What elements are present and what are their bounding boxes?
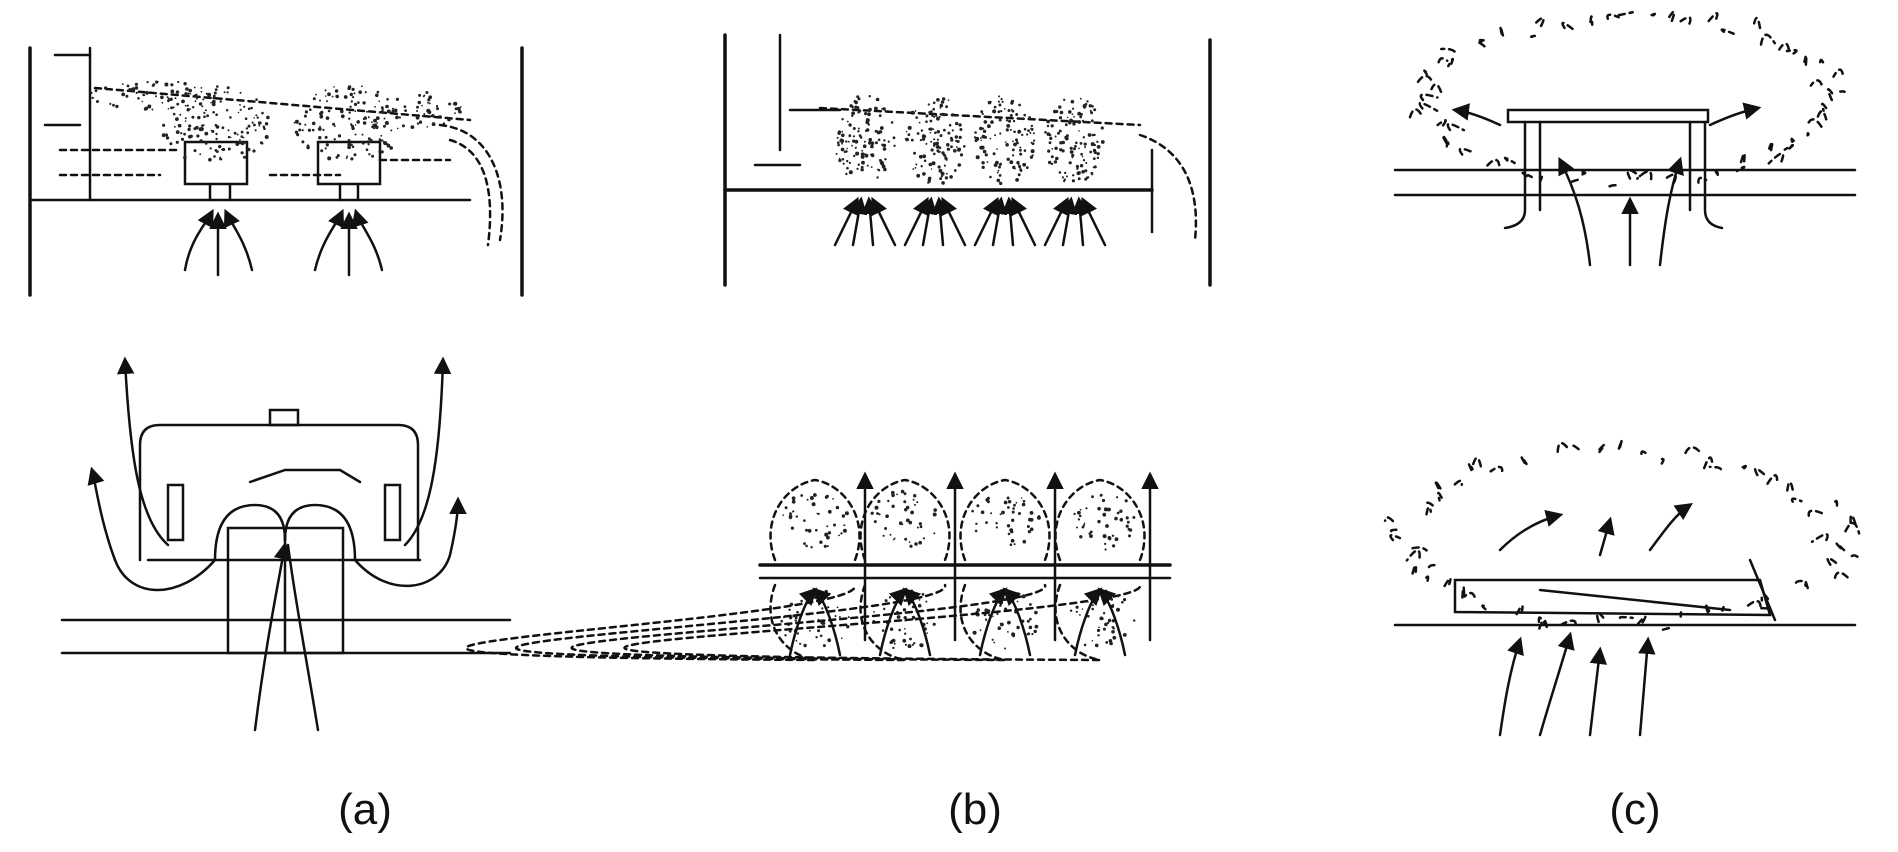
caption-a: (a) <box>338 785 392 834</box>
bubble-cloud <box>1408 10 1846 188</box>
panel-a-bottom-cap-detail <box>60 356 512 732</box>
bubble-cloud <box>90 80 462 162</box>
panel-a-top-tank-diagram <box>28 46 524 297</box>
panel-c-top-cap-detail <box>1393 10 1857 267</box>
panel-b-top-tank-diagram <box>723 33 1212 287</box>
panel-c-bottom-plate-detail <box>1383 439 1861 737</box>
bubble-cloud <box>835 95 1105 186</box>
diffuser-flow-arrows <box>833 196 1107 247</box>
eddy-circulation-cells <box>465 471 1159 662</box>
bubble-cloud <box>1383 439 1861 631</box>
caption-b: (b) <box>948 785 1002 834</box>
caption-c: (c) <box>1609 785 1661 834</box>
panel-b-bottom-pipe-detail <box>465 471 1172 662</box>
